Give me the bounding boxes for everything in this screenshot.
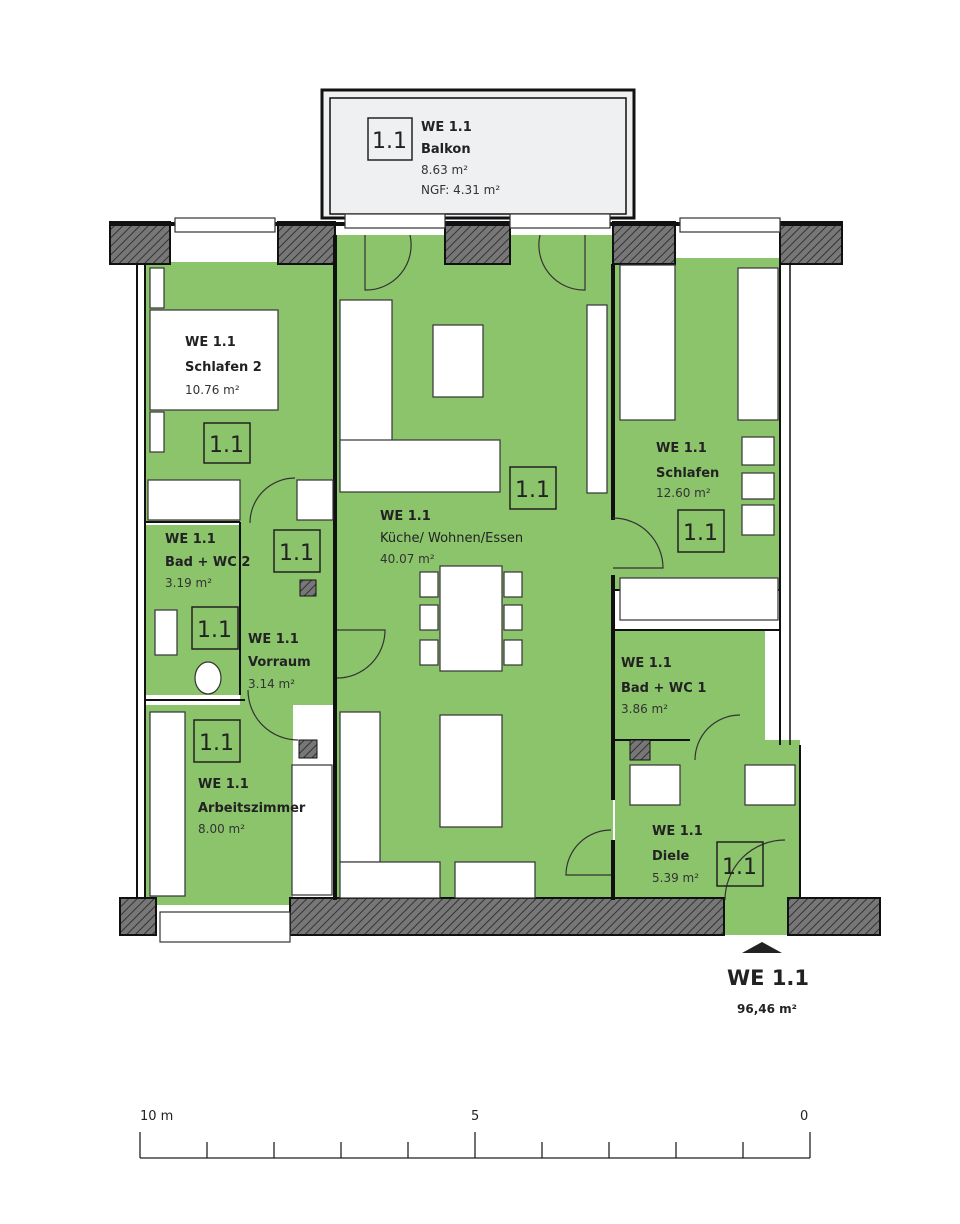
- room-label-bad-wc-1: WE 1.1 Bad + WC 1 3.86 m²: [621, 656, 706, 716]
- room-area: 3.14 m²: [248, 677, 295, 691]
- unit-tag: 1.1: [515, 478, 550, 503]
- scale-label-0: 0: [800, 1109, 808, 1124]
- unit-tag: 1.1: [197, 618, 232, 643]
- entrance-marker: WE 1.1 96,46 m²: [727, 942, 809, 1016]
- room-unit: WE 1.1: [621, 656, 672, 671]
- room-unit: WE 1.1: [198, 777, 249, 792]
- room-unit: WE 1.1: [380, 509, 431, 524]
- room-name: Schlafen 2: [185, 360, 262, 375]
- room-label-bad-wc-2: WE 1.1 Bad + WC 2 3.19 m² 1.1 1.1: [165, 529, 321, 650]
- room-area: 8.63 m²: [421, 163, 468, 177]
- door-swings: [247, 234, 786, 901]
- room-ngf: NGF: 4.31 m²: [421, 183, 500, 197]
- room-unit: WE 1.1: [421, 120, 472, 135]
- unit-tag: 1.1: [372, 129, 407, 154]
- furniture: [147, 264, 796, 899]
- room-label-schlafen: WE 1.1 Schlafen 12.60 m² 1.1: [656, 441, 725, 553]
- room-label-diele: WE 1.1 Diele 5.39 m² 1.1: [652, 824, 764, 887]
- room-name: Bad + WC 2: [165, 555, 250, 570]
- unit-tag: 1.1: [722, 855, 757, 880]
- room-label-vorraum: WE 1.1 Vorraum 3.14 m²: [248, 632, 311, 691]
- room-area: 3.19 m²: [165, 576, 212, 590]
- room-label-kueche-wohnen-essen: WE 1.1 Küche/ Wohnen/Essen 40.07 m² 1.1: [380, 466, 557, 566]
- entrance-arrow-icon: [742, 942, 782, 953]
- unit-tag: 1.1: [199, 731, 234, 756]
- room-label-balkon: 1.1 WE 1.1 Balkon 8.63 m² NGF: 4.31 m²: [367, 117, 500, 197]
- room-area: 10.76 m²: [185, 383, 240, 397]
- room-area: 5.39 m²: [652, 871, 699, 885]
- room-name: Balkon: [421, 142, 471, 157]
- unit-tag: 1.1: [279, 541, 314, 566]
- scale-label-10m: 10 m: [140, 1109, 173, 1124]
- room-name: Schlafen: [656, 466, 719, 481]
- scale-bar: [139, 1132, 811, 1159]
- walls: [109, 221, 881, 936]
- room-label-arbeitszimmer: 1.1 WE 1.1 Arbeitszimmer 8.00 m²: [193, 719, 306, 836]
- room-unit: WE 1.1: [652, 824, 703, 839]
- room-name: Diele: [652, 849, 690, 864]
- unit-tag: 1.1: [683, 521, 718, 546]
- scale-label-5: 5: [471, 1109, 479, 1124]
- balcony: [320, 88, 636, 220]
- entrance-unit: WE 1.1: [727, 966, 809, 990]
- room-name: Küche/ Wohnen/Essen: [380, 531, 523, 546]
- windows: [159, 213, 781, 943]
- room-unit: WE 1.1: [248, 632, 299, 647]
- room-unit: WE 1.1: [185, 335, 236, 350]
- room-unit: WE 1.1: [165, 532, 216, 547]
- room-area: 12.60 m²: [656, 486, 711, 500]
- unit-tag: 1.1: [209, 433, 244, 458]
- total-area: 96,46 m²: [737, 1002, 797, 1016]
- room-name: Vorraum: [248, 655, 311, 670]
- room-area: 40.07 m²: [380, 552, 435, 566]
- room-label-schlafen-2: WE 1.1 Schlafen 2 10.76 m² 1.1: [185, 335, 262, 464]
- room-name: Bad + WC 1: [621, 681, 706, 696]
- room-unit: WE 1.1: [656, 441, 707, 456]
- room-area: 8.00 m²: [198, 822, 245, 836]
- room-name: Arbeitszimmer: [198, 801, 306, 816]
- room-area: 3.86 m²: [621, 702, 668, 716]
